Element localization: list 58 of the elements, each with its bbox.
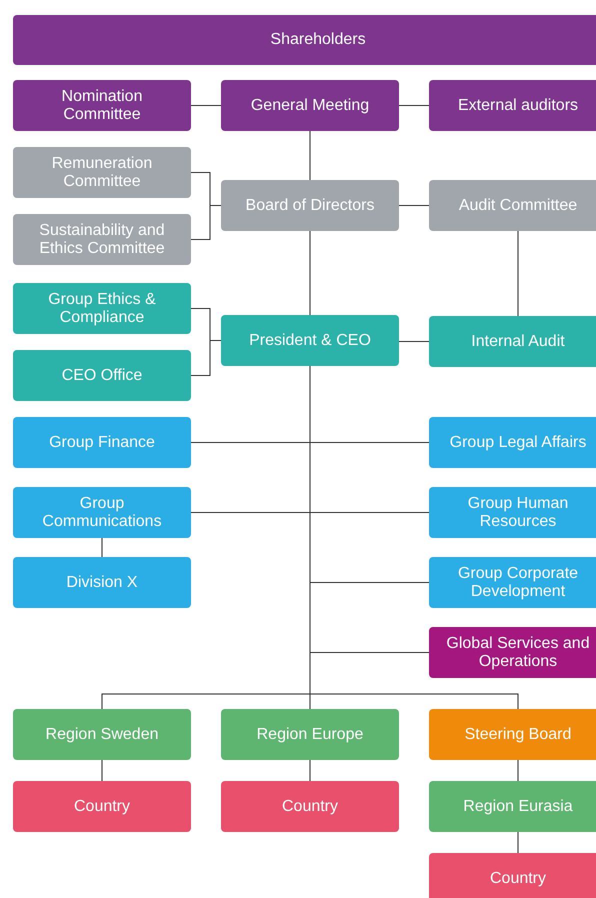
org-unit-box bbox=[221, 781, 399, 832]
org-unit-box bbox=[13, 283, 191, 334]
org-unit-box bbox=[429, 180, 596, 231]
org-unit-box bbox=[429, 557, 596, 608]
unit-name: Steering Board bbox=[464, 726, 572, 744]
org-unit-box bbox=[429, 316, 596, 367]
unit-name: External auditors bbox=[458, 96, 578, 114]
connector-line bbox=[398, 105, 430, 106]
unit-name: CEO Office bbox=[62, 366, 142, 384]
connector-line bbox=[190, 205, 222, 240]
unit-name: Region Sweden bbox=[46, 726, 158, 744]
unit-name: Audit Committee bbox=[458, 196, 578, 214]
org-unit-box bbox=[429, 853, 596, 898]
unit-name: Board of Directors bbox=[246, 196, 374, 214]
org-unit-box bbox=[429, 781, 596, 832]
unit-name: Country bbox=[282, 798, 338, 816]
org-unit-box bbox=[221, 315, 399, 366]
org-unit-box bbox=[13, 709, 191, 760]
org-unit-box bbox=[221, 709, 399, 760]
connector-line bbox=[190, 340, 222, 376]
unit-name: Nomination Committee bbox=[60, 88, 144, 124]
org-unit-box bbox=[221, 80, 399, 131]
unit-name: Region Eurasia bbox=[463, 798, 573, 816]
unit-name: Sustainability and Ethics Committee bbox=[38, 222, 166, 258]
org-unit-box bbox=[13, 147, 191, 198]
org-unit-box bbox=[13, 417, 191, 468]
unit-name: Region Europe bbox=[256, 726, 364, 744]
unit-name: Country bbox=[74, 798, 130, 816]
org-unit-box bbox=[13, 15, 596, 65]
org-unit-box bbox=[429, 627, 596, 678]
org-unit-box bbox=[13, 487, 191, 538]
unit-name: Group Ethics & Compliance bbox=[47, 290, 157, 326]
org-unit-box bbox=[221, 180, 399, 231]
connector-line bbox=[398, 341, 430, 342]
unit-name: Group Corporate Development bbox=[456, 564, 580, 600]
unit-name: Global Services and Operations bbox=[445, 634, 591, 670]
unit-name: Country bbox=[490, 870, 546, 888]
unit-name: General Meeting bbox=[250, 96, 370, 114]
org-unit-box bbox=[429, 80, 596, 131]
unit-name: Internal Audit bbox=[471, 332, 565, 350]
unit-name: Group Finance bbox=[49, 434, 155, 452]
unit-name: Shareholders bbox=[270, 31, 366, 49]
org-unit-box bbox=[13, 80, 191, 131]
org-unit-box bbox=[429, 709, 596, 760]
connector-line bbox=[398, 205, 430, 206]
unit-name: President & CEO bbox=[249, 332, 371, 350]
unit-name: Group Legal Affairs bbox=[450, 434, 586, 452]
unit-name: Group Communications bbox=[41, 494, 163, 530]
org-unit-box bbox=[429, 417, 596, 468]
unit-name: Division X bbox=[66, 574, 138, 592]
connector-line bbox=[190, 105, 222, 106]
org-unit-box bbox=[13, 781, 191, 832]
org-unit-box bbox=[13, 557, 191, 608]
org-unit-box bbox=[429, 487, 596, 538]
org-unit-box bbox=[13, 214, 191, 265]
unit-name: Group Human Resources bbox=[466, 494, 570, 530]
unit-name: Remuneration Committee bbox=[50, 154, 154, 190]
org-unit-box bbox=[13, 350, 191, 401]
